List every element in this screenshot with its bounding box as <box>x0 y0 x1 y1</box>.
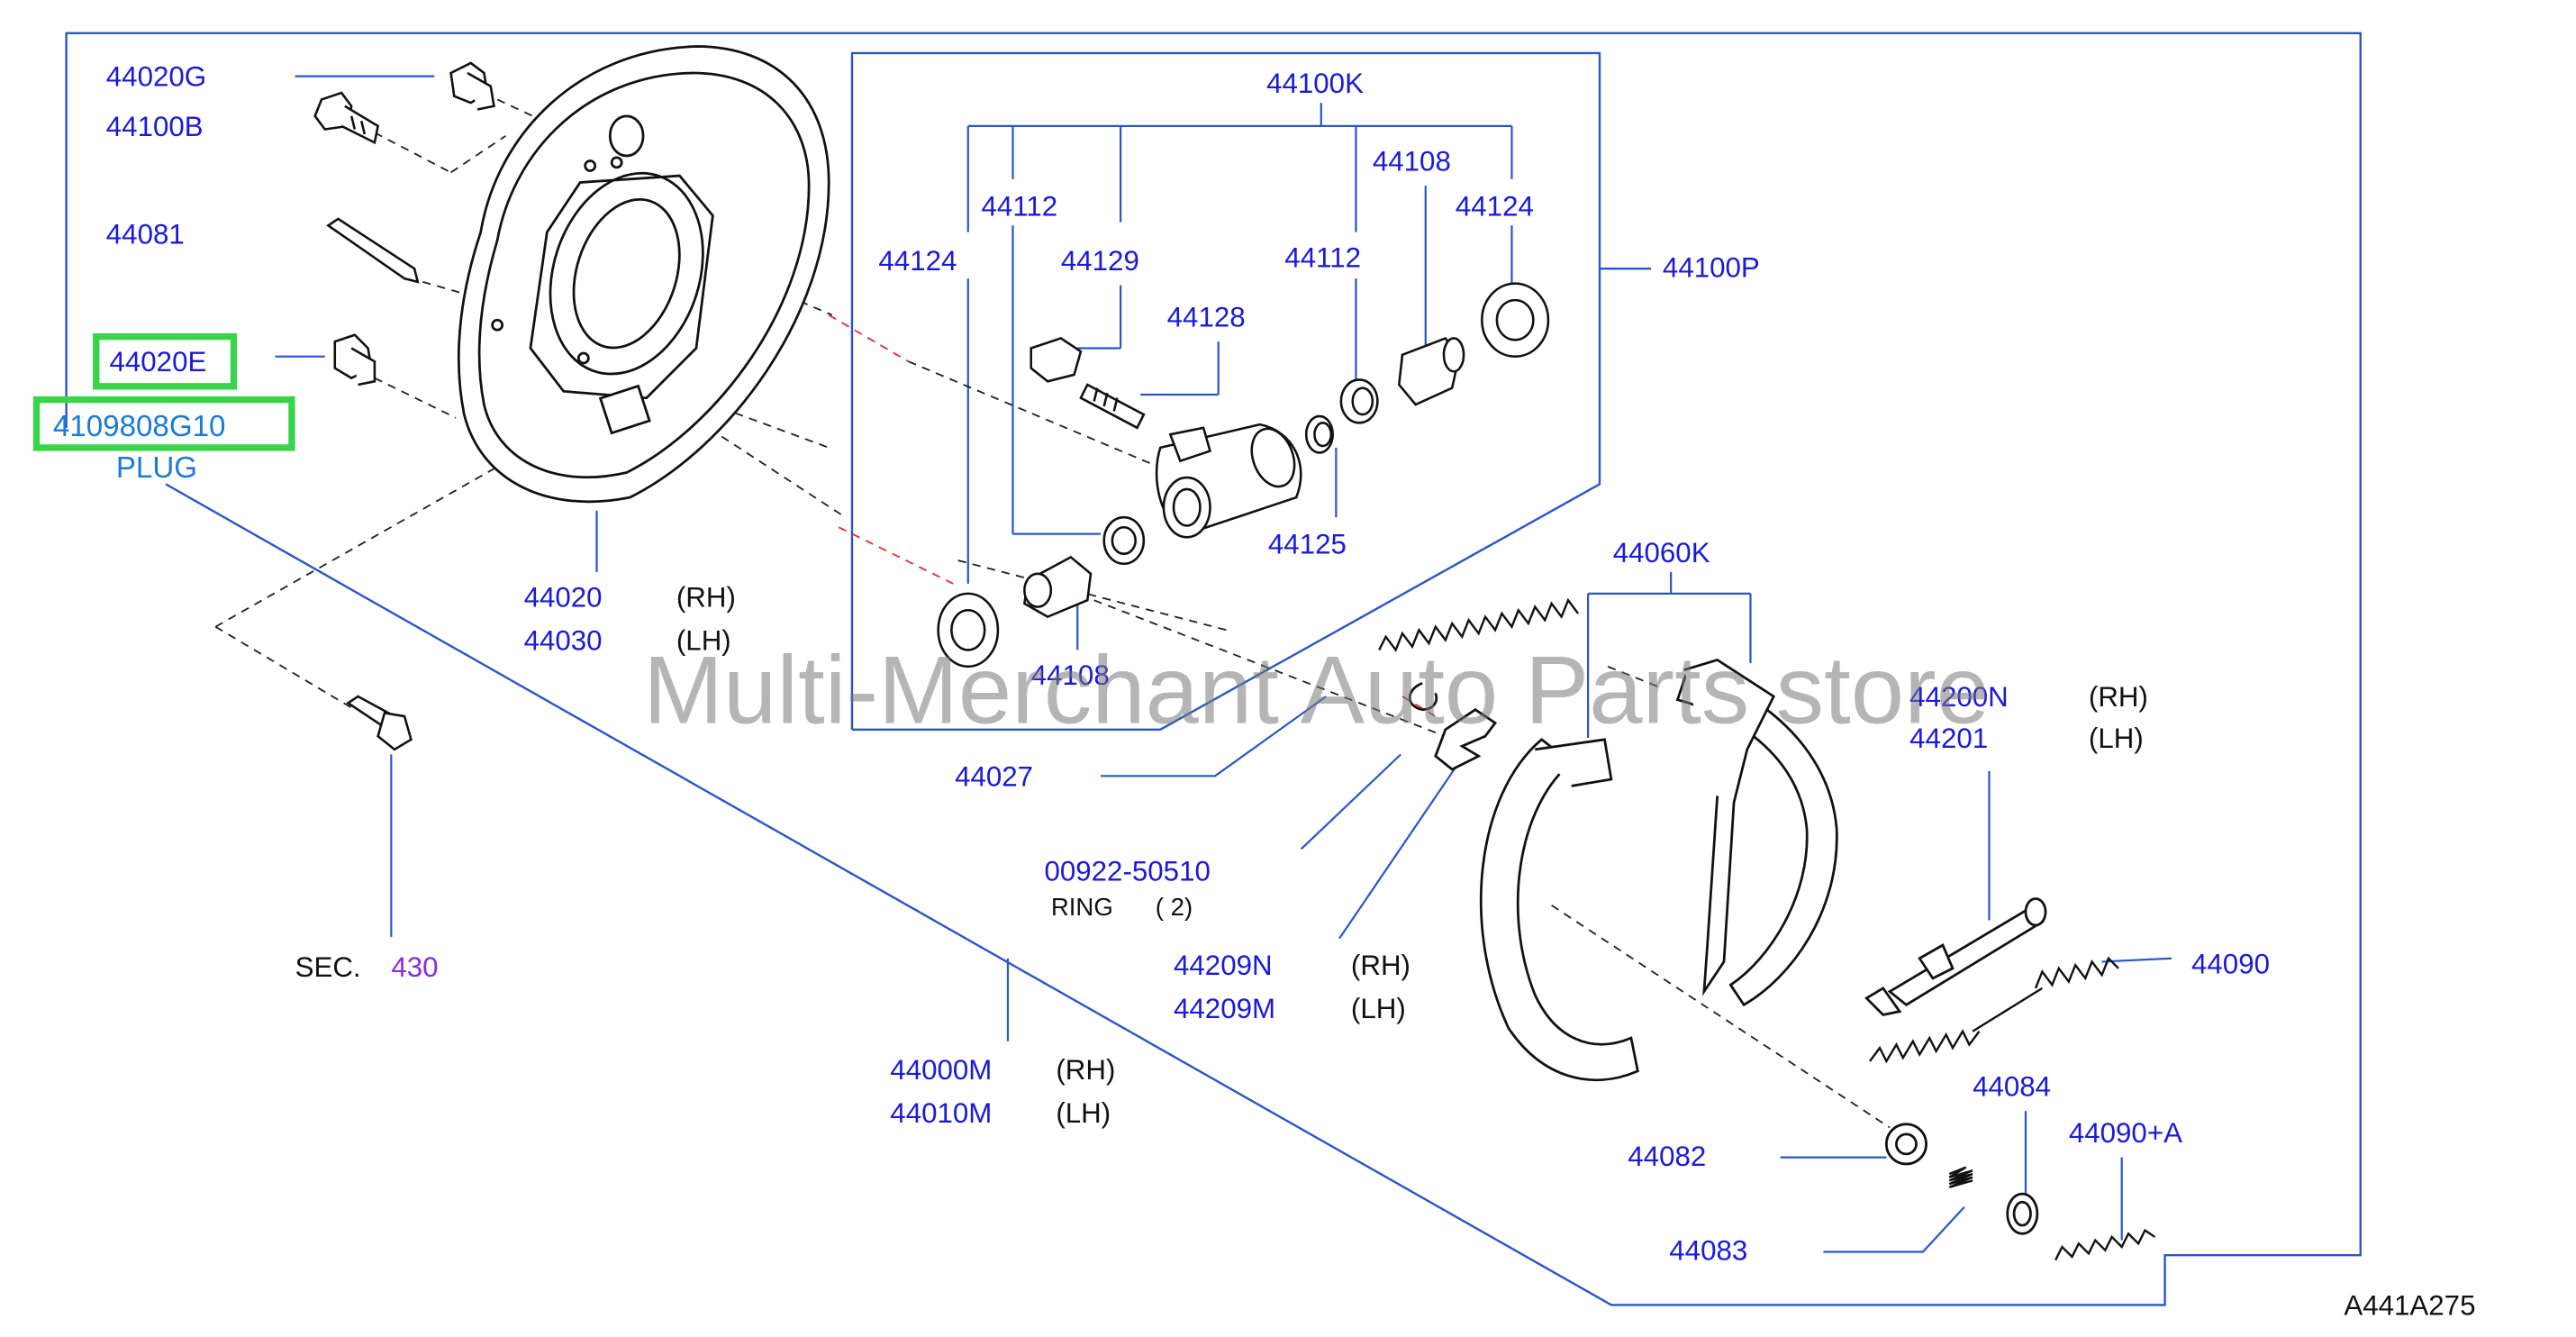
label-ring: RING <box>1050 893 1113 923</box>
label-44100B: 44100B <box>105 111 204 143</box>
wheel-cylinder-parts <box>937 282 1550 668</box>
label-44090: 44090 <box>2191 948 2271 980</box>
label-44209N-rh: (RH) <box>1350 950 1410 982</box>
label-44010M: 44010M <box>890 1097 993 1130</box>
label-44201-lh: (LH) <box>2088 723 2144 755</box>
label-44081: 44081 <box>105 218 185 250</box>
label-44083: 44083 <box>1669 1235 1748 1268</box>
leader-lines <box>275 75 2172 1253</box>
label-44200N-rh: (RH) <box>2088 681 2148 714</box>
wheel-cylinder-box <box>850 51 1652 731</box>
brake-shoes <box>1408 658 2047 1235</box>
label-44020G: 44020G <box>105 61 207 94</box>
left-fasteners <box>313 61 495 751</box>
watermark: Multi-Merchant Auto Parts store <box>643 636 1991 745</box>
label-44128: 44128 <box>1166 301 1246 333</box>
label-44000M-rh: (RH) <box>1056 1054 1116 1087</box>
label-44200N: 44200N <box>1909 681 2009 714</box>
label-44112-right: 44112 <box>1284 241 1361 274</box>
label-44027: 44027 <box>955 760 1034 793</box>
label-44020E: 44020E <box>109 346 207 378</box>
label-44020: 44020 <box>523 581 603 614</box>
label-44209N: 44209N <box>1174 950 1273 982</box>
label-44060K: 44060K <box>1612 537 1710 569</box>
label-44108-top: 44108 <box>1372 145 1451 177</box>
springs <box>1378 597 2156 1261</box>
label-plug: PLUG <box>115 450 198 485</box>
label-44030: 44030 <box>523 624 603 657</box>
highlight-44020E: 44020E <box>93 332 238 390</box>
label-44000M: 44000M <box>890 1054 993 1087</box>
label-44108-bottom: 44108 <box>1030 659 1110 692</box>
label-44100P: 44100P <box>1662 251 1760 284</box>
label-44209M-lh: (LH) <box>1350 993 1406 1025</box>
label-44082: 44082 <box>1628 1141 1707 1173</box>
label-sec: SEC. <box>295 951 361 984</box>
label-44201: 44201 <box>1909 723 1989 755</box>
label-ring-qty: ( 2) <box>1155 893 1193 923</box>
label-00922-50510: 00922-50510 <box>1044 855 1211 887</box>
label-44030-lh: (LH) <box>676 624 731 657</box>
label-44020-rh: (RH) <box>676 581 736 614</box>
label-44090-plus-a: 44090+A <box>2068 1117 2182 1150</box>
backing-plate <box>457 45 830 504</box>
diagram-code: A441A275 <box>2344 1289 2476 1322</box>
assembly-frame <box>65 32 2362 1306</box>
label-44100K: 44100K <box>1266 68 1364 100</box>
label-44125: 44125 <box>1267 529 1347 561</box>
label-44124-right: 44124 <box>1455 190 1534 223</box>
highlight-4109808G10: 4109808G10 <box>32 396 295 451</box>
label-44084: 44084 <box>1973 1070 2052 1103</box>
label-4109808G10: 4109808G10 <box>52 409 226 443</box>
label-sec-430: 430 <box>391 951 439 984</box>
label-44209M: 44209M <box>1174 993 1276 1025</box>
red-dashed-lines <box>828 314 1437 717</box>
label-44112-left: 44112 <box>981 190 1058 223</box>
label-44124-left: 44124 <box>878 245 957 277</box>
label-44010M-lh: (LH) <box>1056 1097 1111 1130</box>
label-44129: 44129 <box>1060 245 1139 277</box>
